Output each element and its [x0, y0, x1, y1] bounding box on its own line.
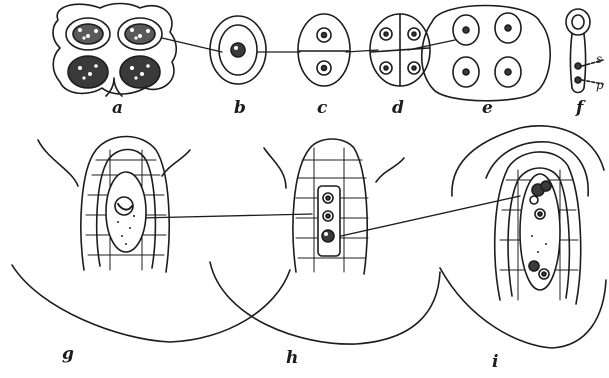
label-s: s [596, 52, 602, 66]
label-p: p [596, 78, 604, 92]
label-d: d [392, 98, 404, 118]
ovule-h [210, 139, 440, 344]
label-c: c [317, 98, 327, 118]
ovule-g [12, 137, 290, 343]
label-e: e [482, 98, 493, 118]
microspore-b [210, 16, 266, 84]
label-g: g [62, 344, 74, 364]
two-celled-c [298, 14, 350, 86]
label-f: f [576, 98, 583, 118]
label-a: a [112, 98, 123, 118]
tetrad-a [53, 4, 176, 97]
four-celled-d [370, 14, 430, 86]
label-i: i [492, 352, 498, 372]
label-b: b [234, 98, 246, 118]
ovule-i [440, 126, 606, 348]
separated-cells-e [422, 6, 550, 101]
label-h: h [286, 348, 298, 368]
